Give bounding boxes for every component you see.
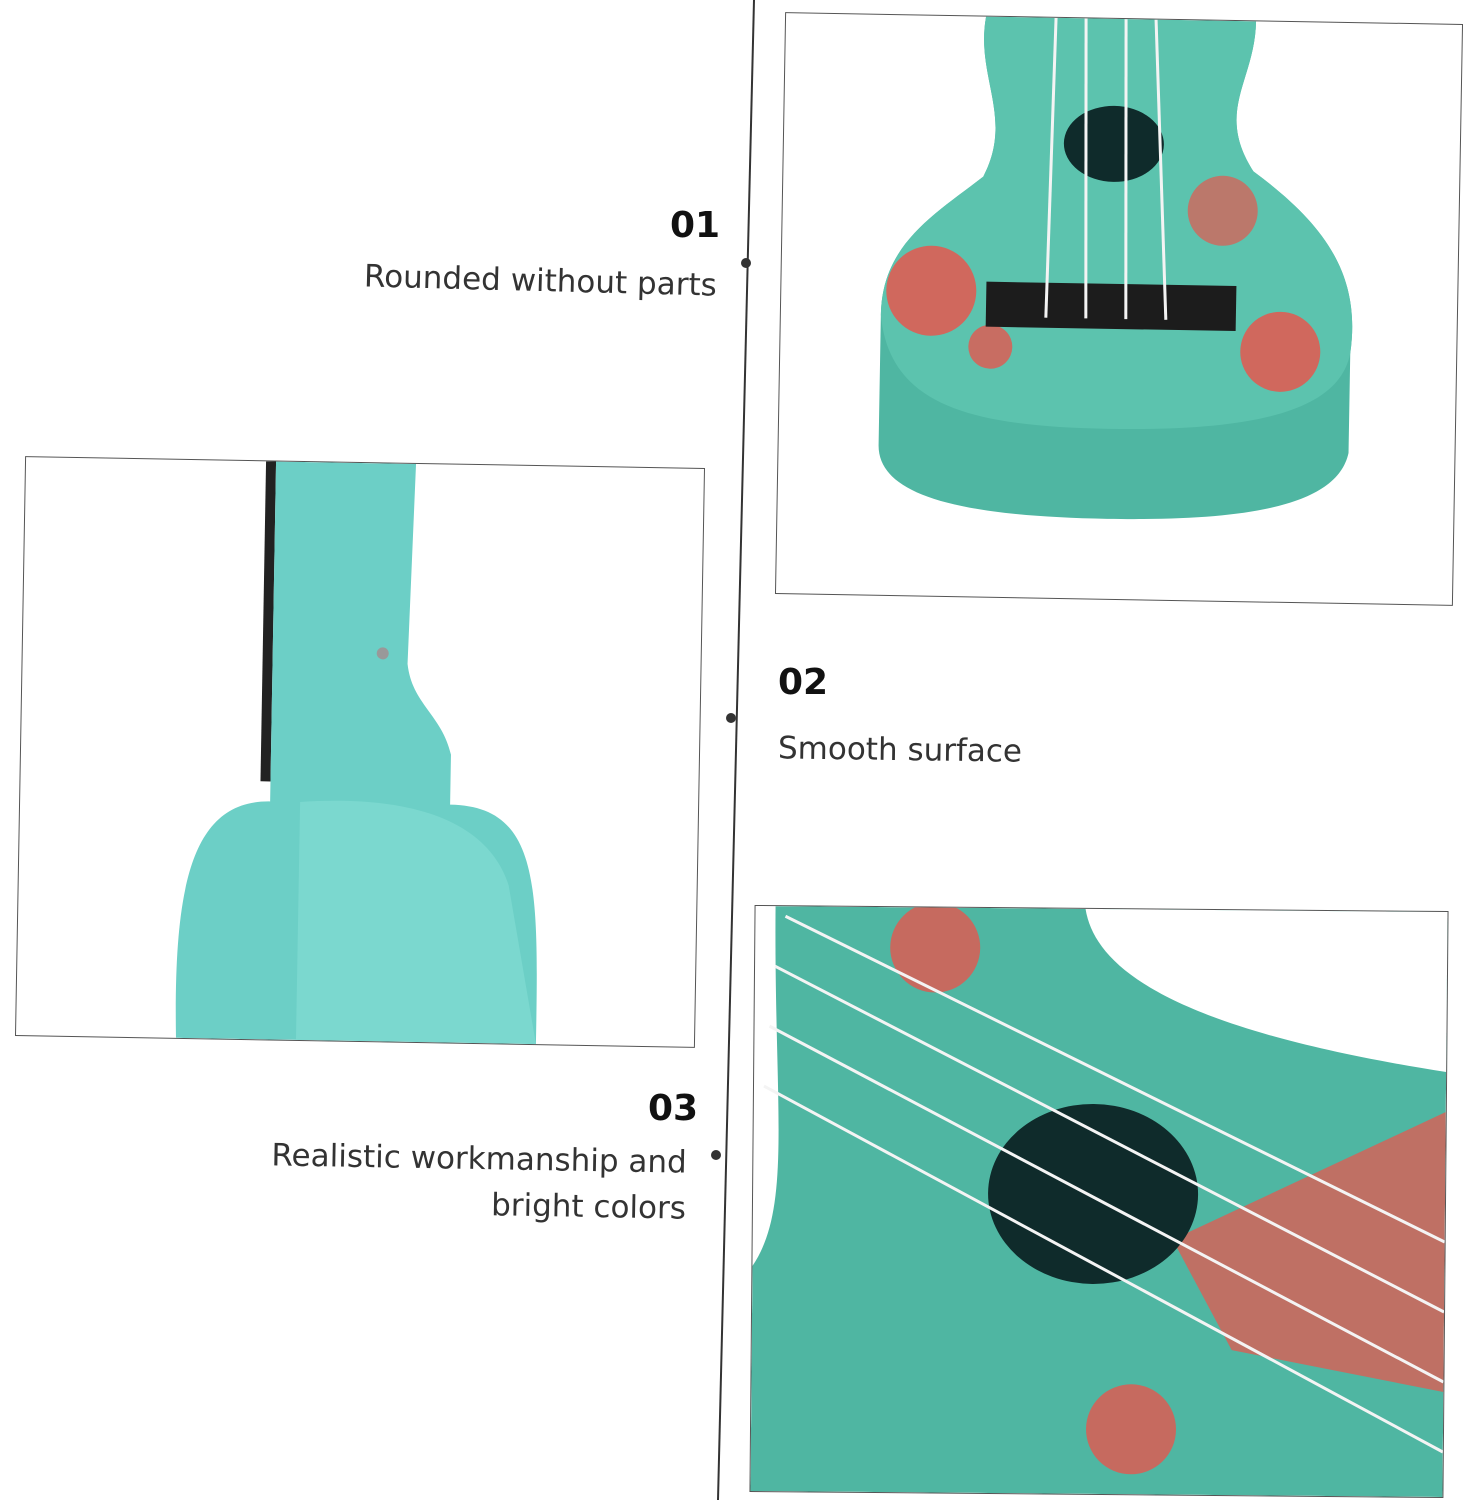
feature-number-03: 03 bbox=[648, 1088, 699, 1129]
feature-text-03-line2: bright colors bbox=[490, 1187, 686, 1227]
feature-text-02: Smooth surface bbox=[777, 730, 1023, 770]
feature-number-02: 02 bbox=[778, 662, 829, 703]
feature-text-03: Realistic workmanship and bright colors bbox=[270, 1132, 687, 1231]
photo-ukulele-soundhole bbox=[749, 904, 1449, 1499]
feature-dot-01 bbox=[741, 258, 751, 268]
feature-dot-02 bbox=[726, 713, 736, 723]
photo-ukulele-neck bbox=[14, 456, 706, 1048]
photo-ukulele-body bbox=[774, 12, 1464, 606]
feature-dot-03 bbox=[711, 1150, 721, 1160]
feature-number-01: 01 bbox=[670, 205, 721, 246]
feature-text-03-line1: Realistic workmanship and bbox=[270, 1137, 687, 1181]
feature-text-01: Rounded without parts bbox=[363, 258, 718, 304]
